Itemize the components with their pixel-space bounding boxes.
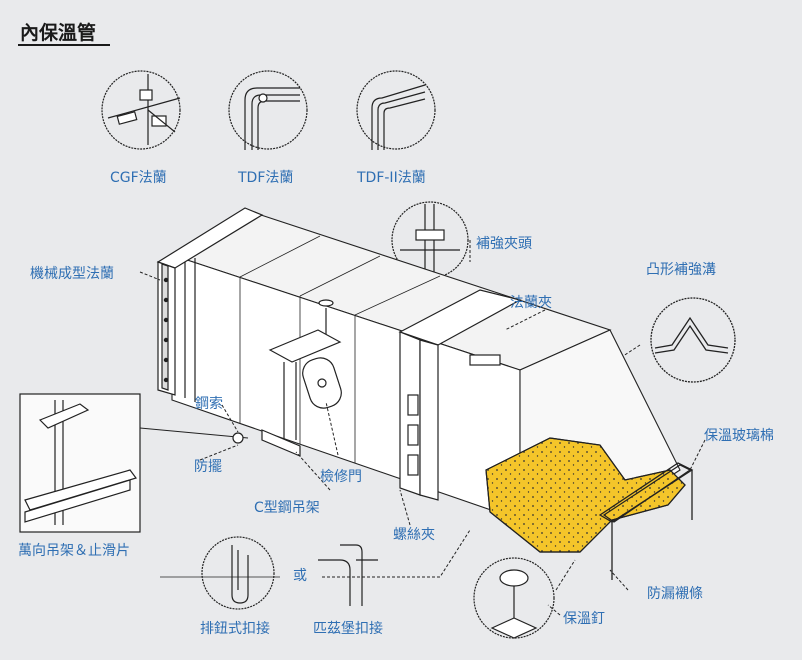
label-cgf-flange: CGF法蘭 — [110, 170, 167, 186]
insulation-pin-detail — [473, 557, 555, 639]
label-tdf-flange: TDF法蘭 — [238, 170, 294, 186]
leader-lines — [139, 240, 706, 616]
label-tdf2-flange: TDF-II法蘭 — [357, 170, 426, 186]
leak-strip — [598, 462, 694, 580]
reinforce-clip-detail — [391, 201, 469, 279]
hanger-assembly — [139, 299, 342, 457]
label-universal-hanger: 萬向吊架＆止滑片 — [18, 543, 130, 559]
label-mechanical-flange: 機械成型法蘭 — [30, 266, 114, 282]
page-title: 內保溫管 — [20, 22, 97, 44]
access-door — [302, 357, 342, 409]
pittsburgh-detail — [318, 544, 378, 606]
label-convex-groove: 凸形補強溝 — [646, 262, 716, 278]
label-access-door: 檢修門 — [320, 469, 362, 485]
label-insulation-wool: 保溫玻璃棉 — [704, 428, 774, 444]
title-underline — [18, 44, 110, 46]
insulation-wool — [485, 437, 692, 553]
label-button-lock: 排鈕式扣接 — [200, 621, 270, 637]
cgf-flange-detail — [101, 70, 181, 150]
tdf-flange-detail — [228, 70, 308, 150]
label-pittsburgh: 匹茲堡扣接 — [313, 621, 383, 637]
label-anti-sway: 防擺 — [194, 459, 222, 475]
universal-hanger-detail — [19, 393, 141, 533]
label-c-hanger: C型鋼吊架 — [254, 500, 320, 516]
button-lock-detail — [160, 536, 280, 610]
tdf2-flange-detail — [356, 70, 436, 150]
label-flange-clip: 法蘭夾 — [510, 295, 552, 311]
convex-groove-detail — [650, 297, 736, 383]
label-leak-strip: 防漏襯條 — [647, 586, 703, 602]
label-or: 或 — [293, 568, 307, 584]
label-screw-clip: 螺絲夾 — [393, 527, 435, 543]
mechanical-flange — [156, 207, 264, 402]
label-steel-cable: 鋼索 — [195, 396, 223, 412]
label-reinforce-clip: 補強夾頭 — [476, 236, 532, 252]
label-insulation-pin: 保溫釘 — [563, 611, 605, 627]
middle-flange — [398, 289, 522, 501]
